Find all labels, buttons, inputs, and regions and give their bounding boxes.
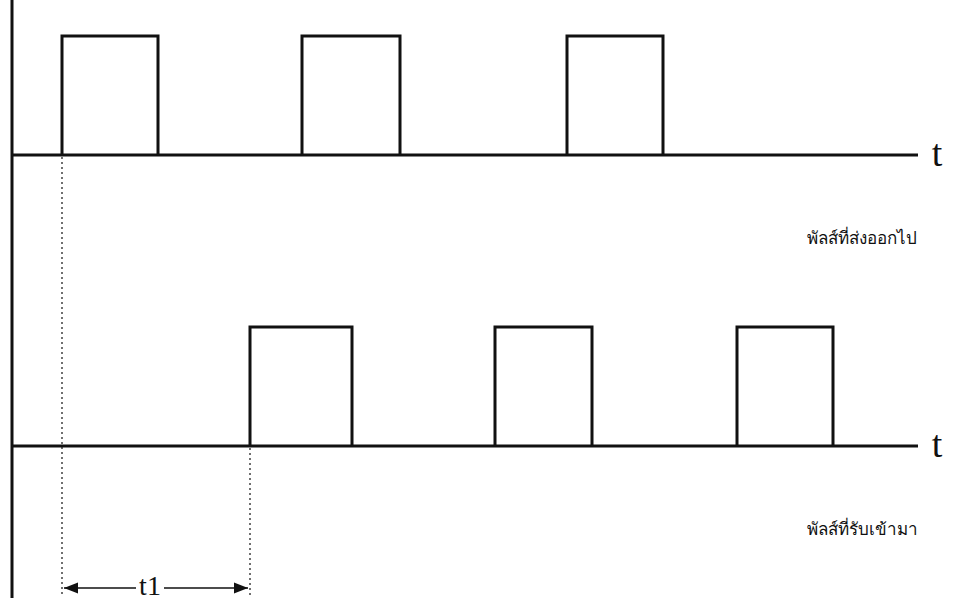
vertical-axis [11, 0, 14, 598]
axis-label: t [932, 425, 943, 463]
transmitted-pulses [62, 36, 663, 155]
time-axis [12, 445, 918, 448]
dotted-guide [61, 157, 62, 596]
signal-label: พัลส์ที่รับเข้ามา [807, 521, 918, 538]
dotted-guide [249, 448, 250, 596]
time-axis [12, 154, 918, 157]
received-pulses [250, 327, 833, 446]
axis-label: t [932, 134, 943, 172]
delay-label: t1 [136, 572, 164, 600]
signal-label: พัลส์ที่ส่งออกไป [807, 230, 917, 247]
